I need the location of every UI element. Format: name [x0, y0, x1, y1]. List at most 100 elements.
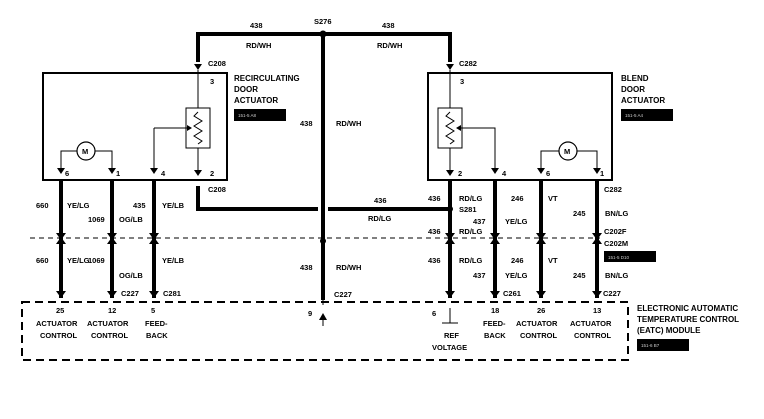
left-c202-arrow-2: [107, 233, 117, 240]
right-up-246-color: YE/LG: [505, 217, 528, 226]
right-up-436b: 436: [428, 227, 441, 236]
right-c202m-label: C202M: [604, 239, 628, 248]
eatc-title-2: TEMPERATURE CONTROL: [637, 315, 739, 324]
blend-motor-left-lead: [540, 150, 559, 168]
eatc-label-feed-b: BACK: [146, 331, 168, 340]
eatc-pin-12: 12: [108, 306, 116, 315]
blend-pin6-arrow: [537, 168, 545, 174]
recirc-pin1: 1: [116, 169, 120, 178]
recirc-pin6-arrow: [57, 168, 65, 174]
left-up-1069: 1069: [88, 215, 105, 224]
blend-conn-bottom: C282: [604, 185, 622, 194]
blend-conn-top: C282: [459, 59, 477, 68]
blend-pin1: 1: [600, 169, 604, 178]
recirc-resistor-zigzag: [193, 111, 203, 145]
eatc-module: ELECTRONIC AUTOMATIC TEMPERATURE CONTROL…: [21, 301, 739, 361]
left-up-435b-color: YE/LB: [162, 201, 185, 210]
right-c202-arrow-3b: [536, 237, 546, 244]
recirc-pin6: 6: [65, 169, 69, 178]
return-wire-436: 436 RD/LG S281: [196, 186, 477, 223]
left-c202-arrow-3: [149, 233, 159, 240]
recirc-pin2: 2: [210, 169, 214, 178]
left-c202-arrow-2b: [107, 237, 117, 244]
recirc-conn-top: C208: [208, 59, 226, 68]
right-c202-arrow-4: [592, 233, 602, 240]
left-c202-arrow-3b: [149, 237, 159, 244]
wire-438-left-color: RD/WH: [246, 41, 271, 50]
blend-pin4-arrow: [491, 168, 499, 174]
eatc-pin-6: 6: [432, 309, 436, 318]
eatc-label-act4-a: ACTUATOR: [570, 319, 612, 328]
recirc-motor-right-lead: [95, 150, 113, 168]
right-low-246: 246: [511, 256, 524, 265]
right-low-436-color: RD/LG: [459, 256, 482, 265]
recirc-top-arrow: [194, 64, 202, 70]
right-low-437: 437: [473, 271, 486, 280]
right-mod-arrow-2: [490, 291, 500, 298]
eatc-pin-13: 13: [593, 306, 601, 315]
eatc-label-act1-b: CONTROL: [40, 331, 77, 340]
eatc-label-act1-a: ACTUATOR: [36, 319, 78, 328]
blend-pin2-arrow: [446, 170, 454, 176]
c202-ref-box: [604, 251, 656, 262]
left-mod-arrow-1: [56, 291, 66, 298]
wire-436-color: RD/LG: [368, 214, 391, 223]
right-c202-arrow-4b: [592, 237, 602, 244]
left-up-660: 660: [36, 201, 49, 210]
blend-pin4: 4: [502, 169, 507, 178]
left-harness: 660 YE/LG 1069 435 OG/LB YE/LB 660 YE/LG…: [36, 180, 185, 298]
left-mod-arrow-3: [149, 291, 159, 298]
eatc-label-act4-b: CONTROL: [574, 331, 611, 340]
eatc-module-box: [21, 301, 629, 361]
right-mod-arrow-3: [536, 291, 546, 298]
left-up-435-color: OG/LB: [119, 215, 143, 224]
c202-ref-text: 151-5 D10: [608, 255, 630, 260]
recirc-actuator: C208 C208 RECIRCULATING DOOR ACTUATOR 15…: [42, 59, 300, 194]
left-low-660-color: YE/LG: [67, 256, 90, 265]
right-c261-label: C261: [503, 289, 521, 298]
blend-ref-box: [621, 109, 673, 121]
right-c202-arrow-1: [445, 233, 455, 240]
recirc-pin3: 3: [210, 77, 214, 86]
eatc-pin-18: 18: [491, 306, 499, 315]
center-color-b: RD/WH: [336, 263, 361, 272]
right-c202-arrow-1b: [445, 237, 455, 244]
right-up-245: 245: [573, 209, 586, 218]
recirc-motor-left-lead: [60, 150, 77, 168]
blend-title-3: ACTUATOR: [621, 96, 665, 105]
center-circuit-b: 438: [300, 263, 313, 272]
right-up-vt: VT: [548, 194, 558, 203]
right-up-436-color: RD/LG: [459, 194, 482, 203]
eatc-label-ref-b: VOLTAGE: [432, 343, 467, 352]
blend-wiper-line: [458, 127, 496, 168]
recirc-pin2-arrow: [194, 170, 202, 176]
recirc-title-3: ACTUATOR: [234, 96, 278, 105]
recirc-ref-box: [234, 109, 286, 121]
eatc-title-1: ELECTRONIC AUTOMATIC: [637, 304, 738, 313]
blend-title-1: BLEND: [621, 74, 649, 83]
recirc-wiper-arrow: [187, 125, 192, 131]
left-c227-label: C227: [121, 289, 139, 298]
wire-436-left: [196, 186, 318, 211]
blend-motor-label: M: [564, 147, 570, 156]
eatc-label-act3-b: CONTROL: [520, 331, 557, 340]
recirc-motor-label: M: [82, 147, 88, 156]
recirc-pin4: 4: [161, 169, 166, 178]
top-feed-wires: S276 438 RD/WH 438 RD/WH: [196, 17, 452, 62]
eatc-pin-5: 5: [151, 306, 155, 315]
eatc-ref-text: 151-6 B7: [641, 343, 660, 348]
eatc-label-act2-b: CONTROL: [91, 331, 128, 340]
right-low-245-color: BN/LG: [605, 271, 628, 280]
left-c281-label: C281: [163, 289, 181, 298]
left-low-435b-color: YE/LB: [162, 256, 185, 265]
blend-resistor-zigzag: [445, 111, 455, 145]
recirc-pin4-arrow: [150, 168, 158, 174]
right-c202f-label: C202F: [604, 227, 627, 236]
left-low-1069: 1069: [88, 256, 105, 265]
blend-pin6: 6: [546, 169, 550, 178]
center-pin-arrow: [319, 313, 327, 320]
right-mod-arrow-1: [445, 291, 455, 298]
center-wire: 438 RD/WH 438 RD/WH C227 9: [300, 34, 361, 326]
